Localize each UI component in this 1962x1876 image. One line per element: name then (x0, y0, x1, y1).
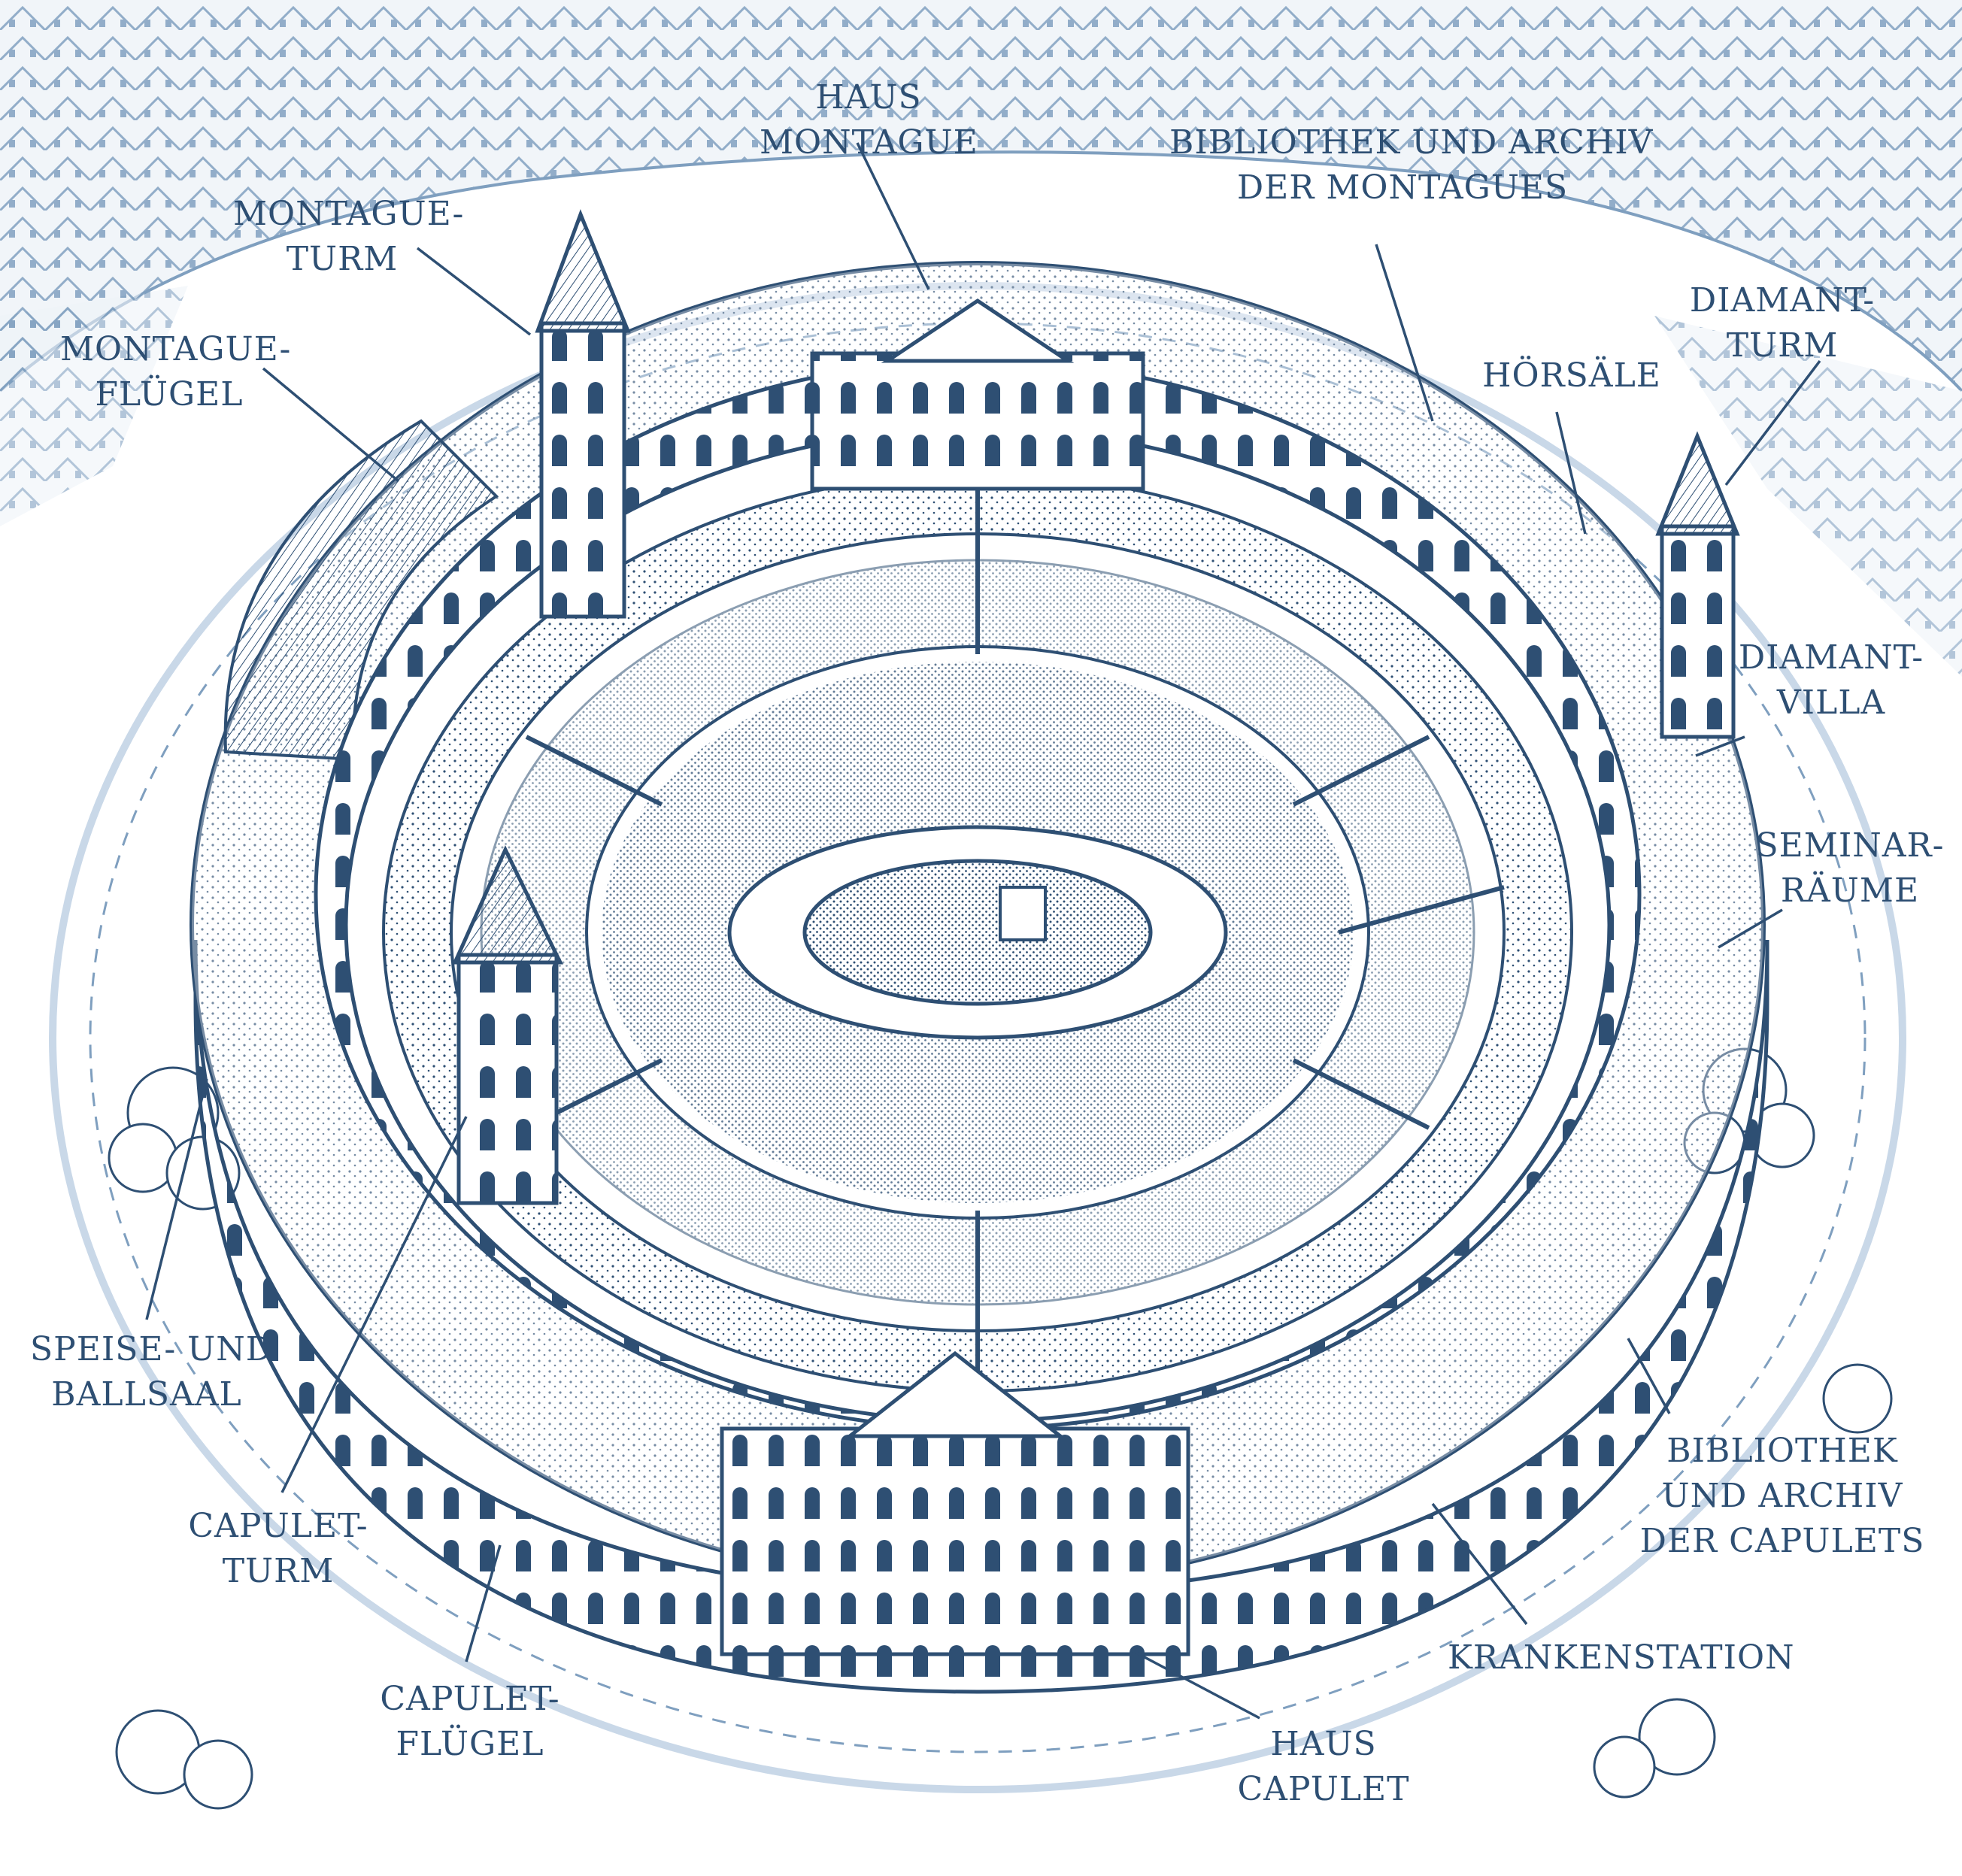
label-line: CAPULET- (188, 1507, 368, 1545)
label-line: DER MONTAGUES (1236, 168, 1569, 207)
label-line: UND ARCHIV (1661, 1477, 1903, 1515)
label-line: CAPULET- (380, 1680, 560, 1718)
label-line: SEMINAR- (1755, 826, 1945, 865)
label-line: BIBLIOTHEK (1666, 1432, 1898, 1470)
label-bibliothek-capulets: BIBLIOTHEK UND ARCHIV DER CAPULETS (1639, 1429, 1925, 1564)
surrounding-city (0, 0, 1962, 677)
label-line: HAUS (1270, 1725, 1377, 1763)
label-bibliothek-montagues: BIBLIOTHEK UND ARCHIV DER MONTAGUES (1169, 120, 1654, 211)
label-montague-turm: MONTAGUE- TURM (233, 192, 465, 282)
label-line: DIAMANT- (1689, 281, 1876, 320)
label-line: DER CAPULETS (1639, 1522, 1925, 1560)
house-montague-building (810, 298, 1145, 491)
label-line: MONTAGUE- (233, 195, 465, 233)
label-line: HÖRSÄLE (1482, 356, 1661, 395)
house-capulet-building (720, 1350, 1190, 1656)
label-line: BIBLIOTHEK UND ARCHIV (1169, 123, 1654, 162)
label-line: VILLA (1776, 683, 1886, 722)
label-speise-ballsaal: SPEISE- UND BALLSAAL (30, 1327, 274, 1417)
leader-lines (145, 142, 1821, 1720)
label-capulet-turm: CAPULET- TURM (184, 1504, 372, 1594)
label-line: MONTAGUE (760, 123, 978, 162)
label-line: RÄUME (1780, 871, 1920, 910)
label-hoersaele: HÖRSÄLE (1474, 353, 1669, 399)
label-line: TURM (1726, 326, 1839, 365)
diamond-tower (1655, 431, 1740, 739)
label-line: HAUS (815, 78, 922, 117)
label-line: FLÜGEL (95, 375, 244, 414)
label-line: SPEISE- UND (30, 1330, 274, 1368)
label-krankenstation: KRANKENSTATION (1448, 1635, 1794, 1681)
label-seminar-raeume: SEMINAR- RÄUME (1752, 823, 1948, 914)
capulet-tower (452, 845, 563, 1205)
label-haus-montague: HAUS MONTAGUE (760, 75, 978, 165)
label-line: KRANKENSTATION (1448, 1638, 1795, 1677)
montague-tower (535, 209, 631, 619)
label-line: FLÜGEL (396, 1725, 544, 1763)
label-line: CAPULET (1237, 1770, 1410, 1808)
label-line: BALLSAAL (51, 1375, 242, 1414)
label-diamant-villa: DIAMANT- VILLA (1730, 635, 1933, 726)
label-line: MONTAGUE- (60, 330, 292, 368)
label-line: DIAMANT- (1738, 638, 1924, 677)
label-haus-capulet: HAUS CAPULET (1233, 1722, 1414, 1812)
label-montague-fluegel: MONTAGUE- FLÜGEL (60, 327, 292, 417)
label-diamant-turm: DIAMANT- TURM (1677, 278, 1888, 368)
central-basin (727, 825, 1228, 1040)
label-line: TURM (222, 1552, 335, 1590)
label-capulet-fluegel: CAPULET- FLÜGEL (376, 1677, 564, 1767)
label-line: TURM (286, 240, 399, 278)
